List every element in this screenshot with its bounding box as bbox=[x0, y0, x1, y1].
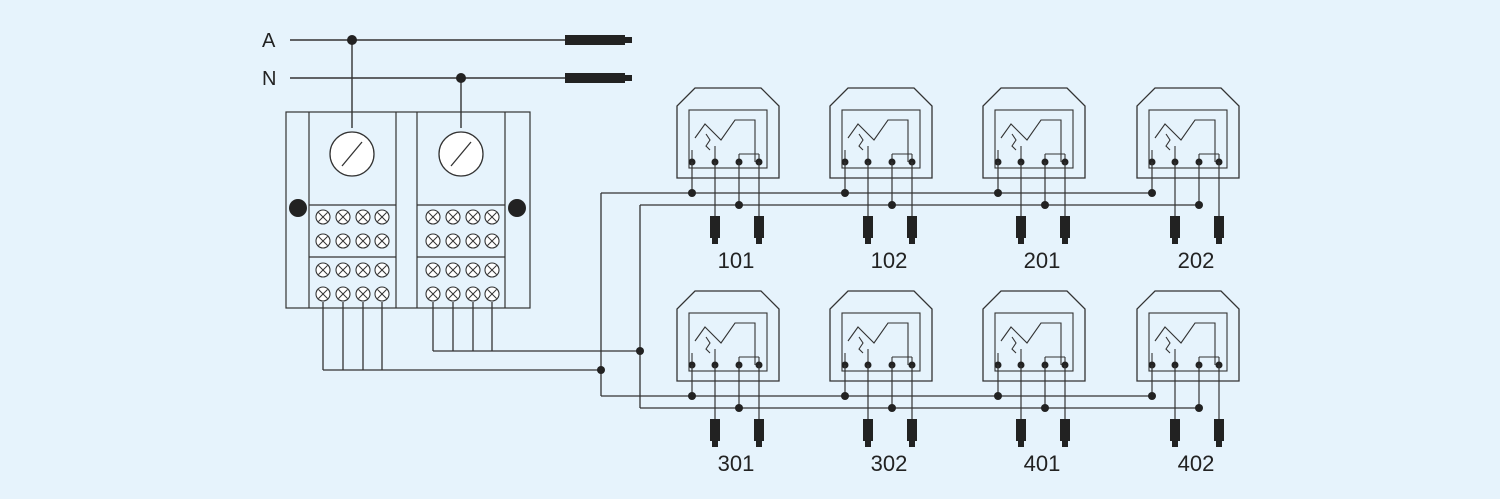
unit-socket-102: 102 bbox=[829, 87, 933, 273]
unit-label: 402 bbox=[1178, 451, 1215, 476]
feeder-wires bbox=[322, 192, 1200, 409]
terminal-screw-icon bbox=[484, 209, 500, 225]
plug-terminal-icon bbox=[1016, 419, 1026, 447]
unit-label: 201 bbox=[1024, 248, 1061, 273]
terminal-screw-icon bbox=[484, 262, 500, 278]
terminal-screw-icon bbox=[425, 262, 441, 278]
unit-socket-101: 101 bbox=[676, 87, 780, 273]
unit-socket-402: 402 bbox=[1136, 290, 1240, 476]
junction-dot bbox=[456, 73, 466, 83]
line-a-label: A bbox=[262, 30, 276, 52]
plug-terminal-icon bbox=[1170, 419, 1180, 447]
junction-dot bbox=[597, 366, 605, 374]
terminal-screw-icon bbox=[374, 286, 390, 302]
unit-label: 102 bbox=[871, 248, 908, 273]
unit-socket-202: 202 bbox=[1136, 87, 1240, 273]
terminal-screw-icon bbox=[355, 233, 371, 249]
plug-terminal-icon bbox=[754, 216, 764, 244]
terminal-screw-icon bbox=[445, 262, 461, 278]
terminal-screws bbox=[315, 209, 500, 302]
terminal-screw-icon bbox=[315, 209, 331, 225]
unit-label: 101 bbox=[718, 248, 755, 273]
terminal-screw-icon bbox=[374, 262, 390, 278]
terminal-screw-icon bbox=[335, 233, 351, 249]
unit-label: 302 bbox=[871, 451, 908, 476]
terminal-screw-icon bbox=[335, 209, 351, 225]
plug-terminal-icon bbox=[1214, 419, 1224, 447]
terminal-screw-icon bbox=[315, 262, 331, 278]
mounting-hole-icon bbox=[508, 199, 526, 217]
unit-socket-401: 401 bbox=[982, 290, 1086, 476]
terminal-screw-icon bbox=[425, 233, 441, 249]
terminal-screw-icon bbox=[425, 286, 441, 302]
plug-terminal-icon bbox=[907, 419, 917, 447]
unit-socket-302: 302 bbox=[829, 290, 933, 476]
junction-dot bbox=[347, 35, 357, 45]
terminal-screw-icon bbox=[445, 233, 461, 249]
terminal-screw-icon bbox=[445, 209, 461, 225]
terminal-screw-icon bbox=[335, 286, 351, 302]
plug-terminal-icon bbox=[710, 419, 720, 447]
terminal-screw-icon bbox=[355, 286, 371, 302]
unit-sockets: 101 102 201 202 301 302 401 402 bbox=[676, 87, 1240, 476]
plug-terminal-icon bbox=[565, 35, 632, 83]
plug-terminal-icon bbox=[907, 216, 917, 244]
plug-terminal-icon bbox=[710, 216, 720, 244]
terminal-screw-icon bbox=[335, 262, 351, 278]
terminal-screw-icon bbox=[484, 286, 500, 302]
plug-terminal-icon bbox=[1060, 419, 1070, 447]
terminal-screw-icon bbox=[465, 209, 481, 225]
terminal-screw-icon bbox=[465, 286, 481, 302]
plug-terminal-icon bbox=[863, 419, 873, 447]
meter-dial-icon bbox=[329, 131, 484, 177]
terminal-screw-icon bbox=[315, 286, 331, 302]
plug-terminal-icon bbox=[1170, 216, 1180, 244]
plug-terminal-icon bbox=[1060, 216, 1070, 244]
terminal-screw-icon bbox=[355, 262, 371, 278]
terminal-screw-icon bbox=[315, 233, 331, 249]
plug-terminal-icon bbox=[863, 216, 873, 244]
meter-box bbox=[285, 111, 531, 309]
unit-socket-301: 301 bbox=[676, 290, 780, 476]
supply-lines bbox=[290, 39, 568, 128]
terminal-screw-icon bbox=[465, 262, 481, 278]
plug-terminal-icon bbox=[1214, 216, 1224, 244]
line-n-label: N bbox=[262, 68, 276, 90]
terminal-screw-icon bbox=[355, 209, 371, 225]
terminal-screw-icon bbox=[425, 209, 441, 225]
terminal-screw-icon bbox=[445, 286, 461, 302]
terminal-screw-icon bbox=[484, 233, 500, 249]
terminal-screw-icon bbox=[374, 233, 390, 249]
junction-dot bbox=[636, 347, 644, 355]
mounting-hole-icon bbox=[289, 199, 307, 217]
terminal-screw-icon bbox=[374, 209, 390, 225]
plug-terminal-icon bbox=[754, 419, 764, 447]
unit-label: 202 bbox=[1178, 248, 1215, 273]
unit-label: 301 bbox=[718, 451, 755, 476]
unit-socket-201: 201 bbox=[982, 87, 1086, 273]
plug-terminal-icon bbox=[1016, 216, 1026, 244]
unit-label: 401 bbox=[1024, 451, 1061, 476]
terminal-screw-icon bbox=[465, 233, 481, 249]
